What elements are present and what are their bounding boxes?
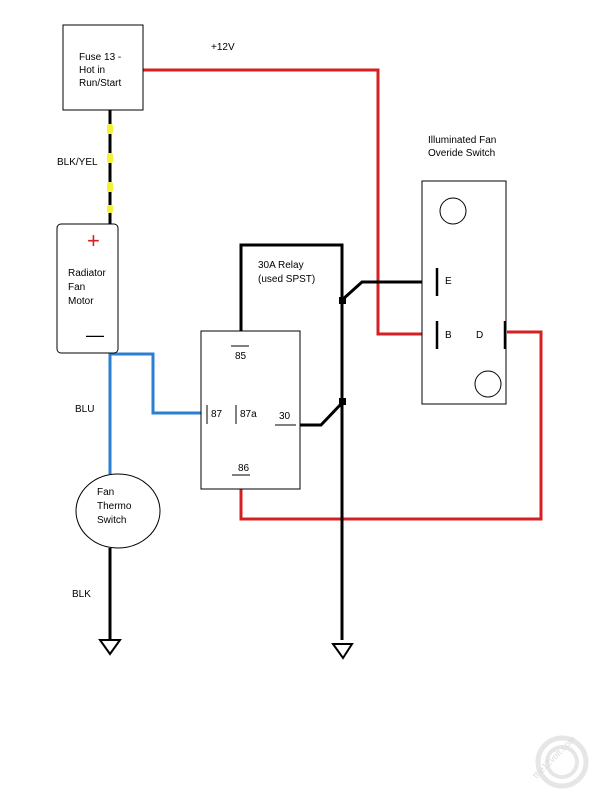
pin-b-label: B (445, 330, 452, 341)
thermo-switch (75, 473, 161, 549)
yellow-stripes (107, 124, 113, 213)
fuse-line1: Fuse 13 - (79, 52, 121, 63)
red-wire-86 (239, 330, 543, 521)
pin87-label: 87 (211, 409, 223, 420)
fuse-box (62, 24, 144, 111)
pin30-label: 30 (279, 411, 291, 422)
thermo-line3: Switch (97, 515, 126, 526)
pin-e-label: E (445, 276, 452, 287)
switch-title1: Illuminated Fan (428, 135, 496, 146)
fan-motor-line2: Fan (68, 282, 85, 293)
blk-yel-label: BLK/YEL (57, 157, 98, 168)
pin86-label: 86 (238, 463, 250, 474)
fan-motor-line3: Motor (68, 296, 94, 307)
relay-title2: (used SPST) (258, 274, 315, 285)
ground-symbol-right (331, 643, 354, 660)
junction-dot (339, 297, 346, 304)
minus-icon: — (86, 325, 104, 345)
junction-dot (339, 398, 346, 405)
watermark-seal (535, 735, 589, 789)
mount-hole-top (439, 197, 467, 225)
red-wire-12v (143, 68, 435, 336)
thermo-line2: Thermo (97, 501, 132, 512)
blu-label: BLU (75, 404, 94, 415)
switch-title2: Overide Switch (428, 148, 495, 159)
thermo-line1: Fan (97, 487, 114, 498)
plus-icon: + (87, 228, 100, 253)
pin87a-label: 87a (240, 409, 257, 420)
pin85-label: 85 (235, 351, 247, 362)
relay-title1: 30A Relay (258, 260, 304, 271)
fan-motor-box (56, 223, 119, 354)
fan-motor-line1: Radiator (68, 268, 106, 279)
blk-wire-30 (296, 401, 344, 427)
fuse-line3: Run/Start (79, 78, 121, 89)
mount-hole-bottom (474, 370, 502, 398)
plus-12v-label: +12V (211, 42, 235, 53)
blk-wire-switch-e (340, 280, 437, 302)
pin-d-label: D (476, 330, 483, 341)
blue-wire-87 (108, 352, 207, 415)
blk-wire-85 (239, 243, 344, 331)
blk-label: BLK (72, 589, 91, 600)
relay-box (200, 330, 301, 490)
fuse-line2: Hot in (79, 65, 105, 76)
ground-symbol-left (98, 639, 122, 656)
